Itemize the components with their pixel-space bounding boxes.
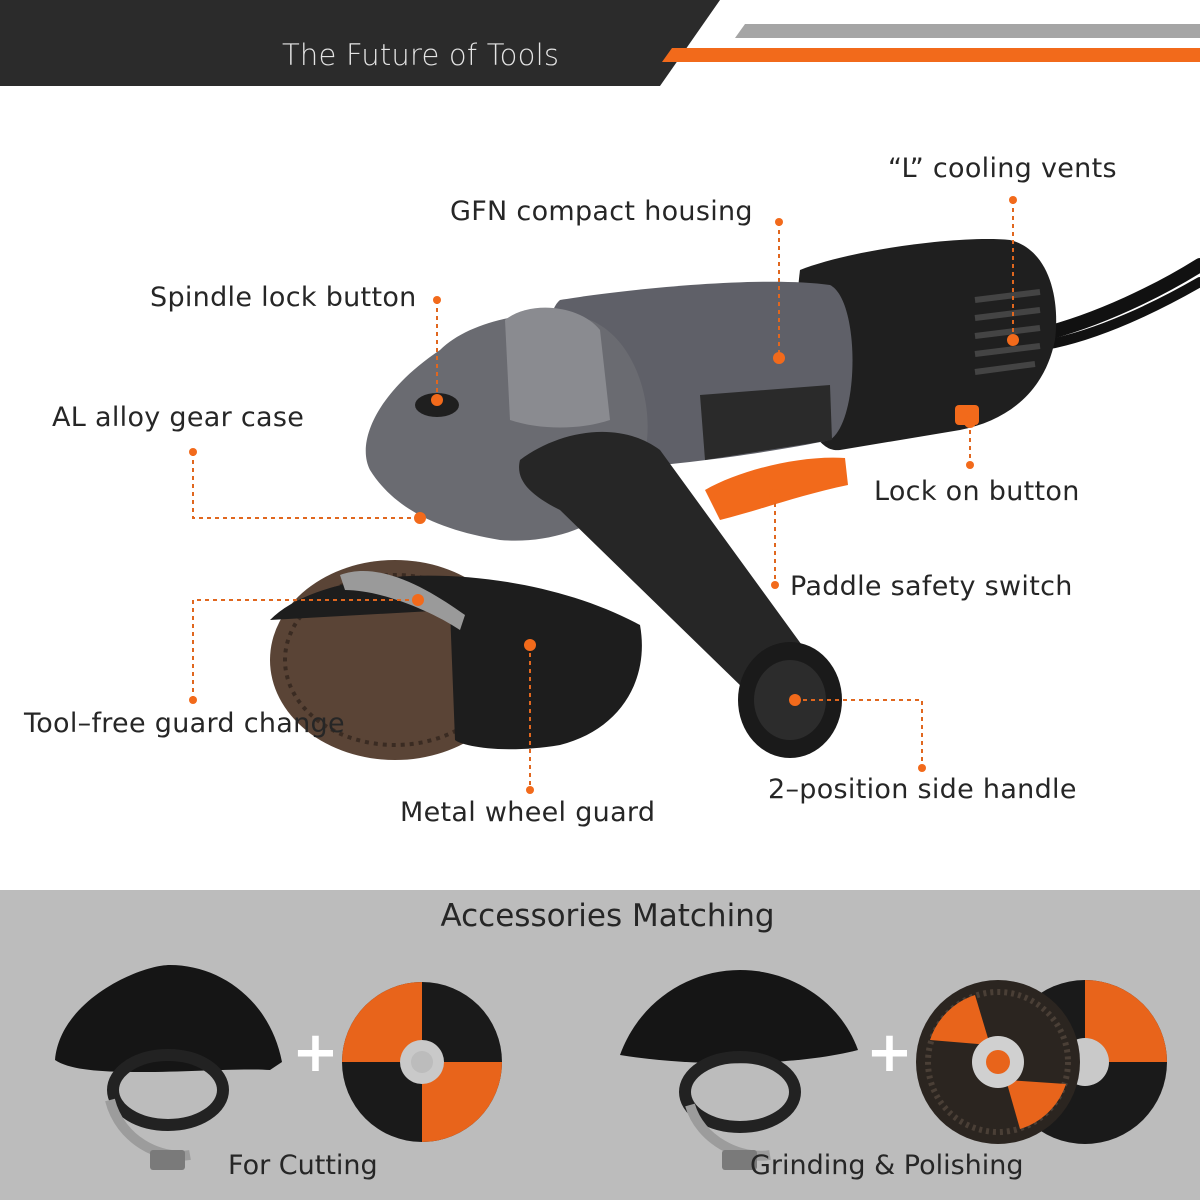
label-wheel-guard: Metal wheel guard — [400, 797, 656, 828]
flap-disc-icon — [916, 980, 1080, 1144]
caption-grinding-polishing: Grinding & Polishing — [750, 1150, 1024, 1181]
header-tagline: The Future of Tools — [282, 38, 560, 72]
plus-sign-grinding: + — [866, 1020, 913, 1085]
label-paddle-switch: Paddle safety switch — [790, 571, 1073, 602]
grinding-guard-icon — [620, 970, 858, 1170]
callout-lines — [192, 200, 1014, 790]
angle-grinder-icon — [270, 239, 1200, 760]
accessories-title: Accessories Matching — [440, 898, 775, 934]
label-spindle-lock: Spindle lock button — [150, 282, 417, 313]
banner-dark-shape — [0, 0, 720, 86]
label-compact-housing: GFN compact housing — [450, 196, 753, 227]
header-banner — [0, 0, 1200, 86]
banner-orange-stripe — [662, 48, 1200, 62]
label-cooling-vents: “L” cooling vents — [888, 153, 1117, 184]
label-guard-change: Tool–free guard change — [24, 708, 345, 739]
label-side-handle: 2–position side handle — [768, 774, 1077, 805]
callout-dots — [189, 196, 1019, 794]
cutting-disc-icon — [342, 982, 502, 1142]
banner-grey-stripe — [735, 24, 1200, 38]
plus-sign-cutting: + — [292, 1020, 339, 1085]
product-illustration — [189, 196, 1200, 794]
label-gear-case: AL alloy gear case — [52, 402, 305, 433]
label-lock-on-button: Lock on button — [874, 476, 1080, 507]
caption-for-cutting: For Cutting — [228, 1150, 378, 1181]
cutting-guard-icon — [55, 965, 282, 1170]
